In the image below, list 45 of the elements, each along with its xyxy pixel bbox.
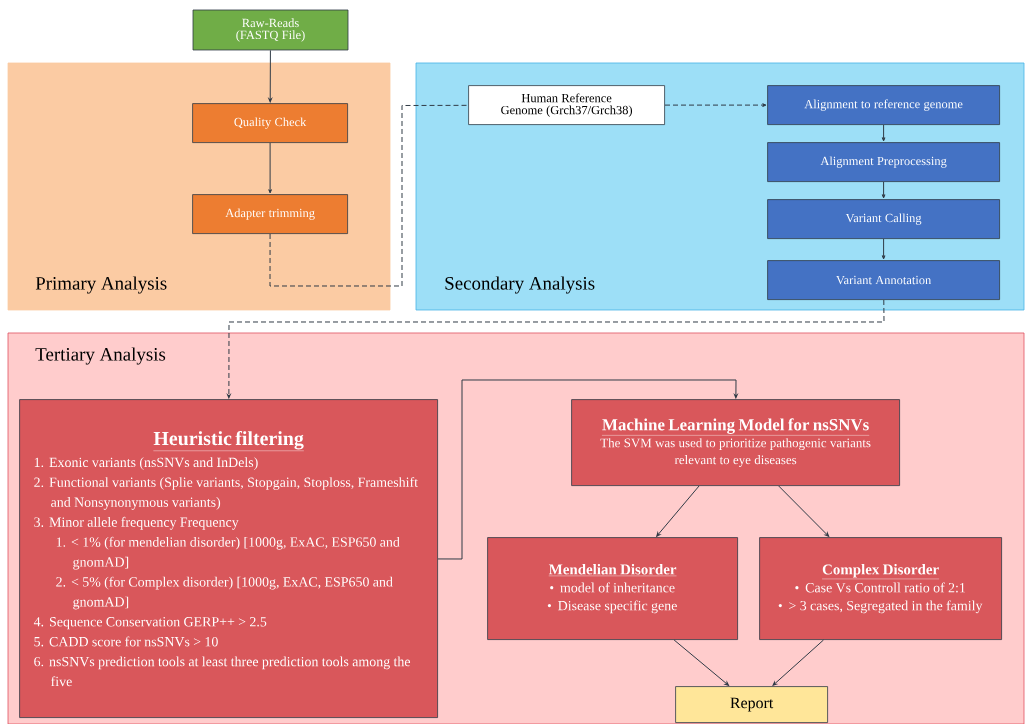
arrow: [881, 181, 886, 199]
list-item: 2. Functional variants (Splie variants, Stopgain, Stoploss, Frameshift and Nonsynonymous variants): [34, 477, 418, 510]
arrow: [673, 639, 730, 686]
process-box: Variant Annotation: [767, 260, 1000, 300]
list-item: 1. < 1% (for mendelian disorder) [1000g, ExAC, ESP650 and gnomAD]: [56, 536, 400, 570]
list-item: 6. nsSNVs prediction tools at least three prediction tools among the five: [34, 656, 411, 687]
arrow: [772, 639, 824, 686]
box-heading: Mendelian Disorder: [548, 564, 677, 577]
filter-box: [19, 399, 438, 718]
arrow: [227, 299, 885, 399]
arrow: [778, 485, 830, 537]
list-item: 5. CADD score for nsSNVs > 10: [34, 636, 218, 647]
box-heading: Heuristic filtering: [153, 430, 305, 451]
bullet-item: Case Vs Controll ratio of 2:1: [805, 582, 966, 593]
list-item: 3. Minor allele frequency Frequency: [34, 516, 239, 530]
process-box: Alignment Preprocessing: [767, 142, 1000, 182]
description-text: The SVM was used to prioritize pathogenic variants relevant to eye diseases: [600, 438, 871, 467]
disorder-box: [487, 537, 738, 640]
arrow: [268, 49, 273, 103]
arrow: [881, 238, 886, 260]
bullet-item: Disease specific gene: [558, 600, 677, 614]
arrow: [881, 124, 886, 142]
bullet-item: > 3 cases, Segregated in the family: [789, 600, 983, 614]
process-box: Variant Calling: [767, 199, 1000, 239]
box-heading: Complex Disorder: [821, 564, 940, 580]
arrow: [656, 485, 700, 537]
panel-title: Tertiary Analysis: [35, 347, 166, 365]
reference-box: Human Reference Genome (Grch37/Grch38): [468, 85, 665, 125]
panel-title: Primary Analysis: [35, 276, 167, 294]
bullet-item: model of inheritance: [560, 582, 675, 593]
process-box: Adapter trimming: [192, 194, 348, 234]
process-box: Quality Check: [192, 103, 348, 143]
disorder-box: [759, 537, 1002, 640]
arrow: [437, 379, 738, 560]
model-box: [571, 399, 900, 486]
list-item: 1. Exonic variants (nsSNVs and InDels): [34, 457, 258, 470]
arrow: [268, 142, 272, 194]
report-box: Report: [675, 686, 828, 723]
arrow: [664, 103, 767, 107]
list-item: 4. Sequence Conservation GERP++ > 2.5: [33, 617, 267, 630]
box-heading: Machine Learning Model for nsSNVs: [601, 418, 870, 436]
panel-title: Secondary Analysis: [445, 276, 595, 294]
input-box: Raw-Reads (FASTQ File): [192, 9, 349, 51]
list-item: 2. < 5% (for Complex disorder) [1000g, ExAC, ESP650 and gnomAD]: [56, 576, 393, 610]
process-box: Alignment to reference genome: [767, 85, 1000, 125]
